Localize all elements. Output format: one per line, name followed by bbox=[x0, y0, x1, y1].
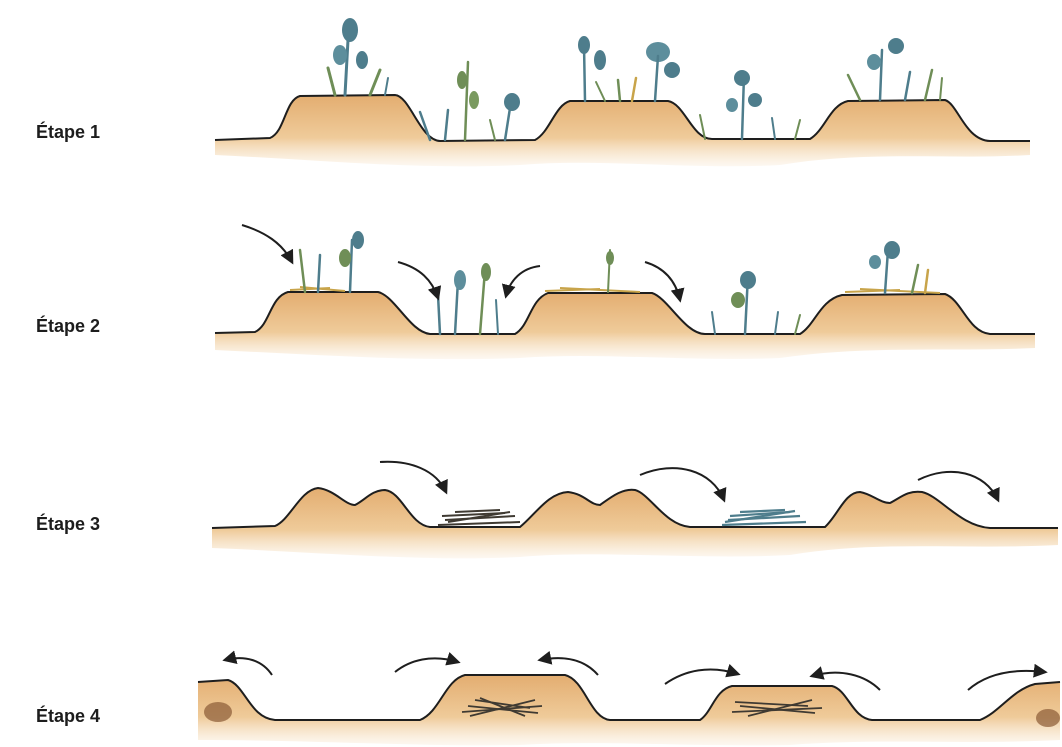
arrow bbox=[242, 225, 292, 262]
stage-4-illustration bbox=[198, 658, 1060, 745]
plant-cluster bbox=[420, 62, 520, 140]
stage-1-illustration bbox=[215, 18, 1030, 166]
stage-3-soil bbox=[212, 488, 1058, 558]
arrow bbox=[540, 658, 598, 675]
stage-2-soil bbox=[215, 292, 1035, 359]
arrow bbox=[398, 262, 438, 298]
stage-3-debris bbox=[722, 510, 806, 525]
arrow bbox=[380, 462, 446, 492]
arrow bbox=[506, 266, 540, 296]
stage-4-outline bbox=[198, 675, 1060, 720]
plant-cluster bbox=[848, 38, 942, 100]
stage-2-illustration bbox=[215, 225, 1035, 359]
stage-3-illustration bbox=[212, 462, 1058, 559]
soil-stone bbox=[1036, 709, 1060, 727]
plant-cluster bbox=[328, 18, 388, 95]
arrow bbox=[665, 669, 738, 684]
stage-4-arrows bbox=[225, 658, 1045, 690]
plant-cluster bbox=[578, 36, 680, 101]
plant-cluster bbox=[700, 70, 800, 139]
arrow bbox=[640, 468, 724, 500]
stage-4-soil bbox=[198, 675, 1060, 745]
arrow bbox=[395, 658, 458, 672]
stage-3-debris bbox=[438, 510, 520, 525]
stage-1-soil bbox=[215, 95, 1030, 166]
arrow bbox=[225, 658, 272, 675]
soil-stone bbox=[204, 702, 232, 722]
